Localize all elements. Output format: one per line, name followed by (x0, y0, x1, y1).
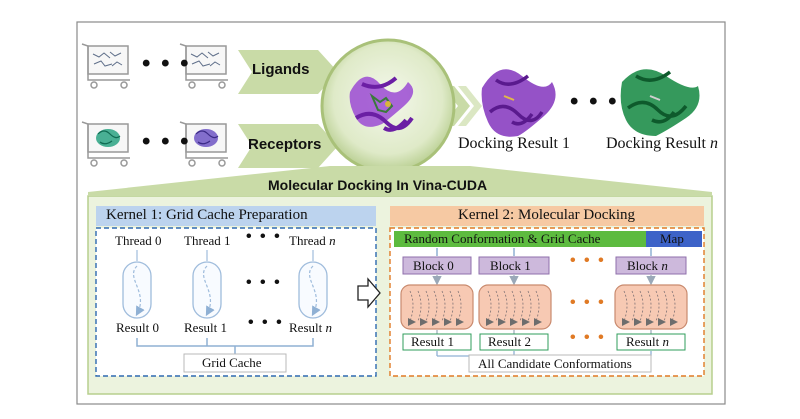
main-title: Molecular Docking In Vina-CUDA (268, 177, 488, 193)
conformation-search-box (400, 284, 474, 330)
ligand-cart-icon (179, 43, 228, 89)
result-label-text: Result (289, 320, 326, 335)
kernel2-header (390, 206, 704, 226)
result-label: Result n (289, 320, 332, 336)
block-label: Block 1 (490, 258, 531, 274)
thread-label-text: Thread (289, 233, 330, 248)
thread-ellipse (298, 261, 328, 319)
k2-result-box (479, 333, 549, 351)
result-label-var: n (325, 320, 332, 335)
k2-result-label: Result 2 (488, 334, 531, 350)
k2-result-ellipsis: • • • (570, 329, 606, 346)
grid-cache-box (183, 353, 287, 373)
receptors-label: Receptors (248, 136, 322, 153)
block-label-text: Block 1 (490, 258, 531, 273)
candidate-bracket (436, 351, 652, 357)
candidate-label: All Candidate Conformations (478, 356, 632, 371)
thread-column-ellipsis: • • • (246, 274, 282, 291)
thread-label-var: n (329, 233, 336, 248)
ligands-label: Ligands (252, 61, 310, 78)
result-label: Result 0 (116, 320, 159, 336)
conformation-search-box (614, 284, 688, 330)
receptor-cart-icon (81, 121, 130, 167)
docking-results-ellipsis: • • • (570, 88, 619, 115)
result-ellipsis: • • • (248, 314, 284, 331)
block-label-text: Block (627, 258, 662, 273)
docking-result-n-label: Docking Result n (606, 135, 718, 153)
k2-result-label-text: Result (626, 334, 663, 349)
k2-result-label-text: Result 2 (488, 334, 531, 349)
k2-result-label: Result n (626, 334, 669, 350)
output-chevron (458, 86, 482, 126)
map-bar (646, 231, 702, 247)
grid-cache-bracket (136, 338, 314, 354)
block-label: Block n (627, 258, 668, 274)
random-conformation-label: Random Conformation & Grid Cache (404, 231, 601, 246)
result-label-text: Result 0 (116, 320, 159, 335)
kernel2-title: Kernel 2: Molecular Docking (458, 207, 636, 223)
result-label: Result 1 (184, 320, 227, 336)
random-conformation-bar (394, 231, 646, 247)
docking-result-n-protein-icon (620, 69, 700, 136)
docking-result-n-var: n (710, 135, 718, 152)
block-box (478, 256, 550, 275)
kernel1-box (95, 227, 377, 377)
docking-result-1-label: Docking Result 1 (458, 135, 570, 152)
k2-result-label: Result 1 (411, 334, 454, 350)
kernel1-header (96, 206, 376, 226)
result-label-text: Result 1 (184, 320, 227, 335)
receptors-arrow (238, 124, 338, 168)
block-label: Block 0 (413, 258, 454, 274)
k2-result-label-var: n (662, 334, 669, 349)
kernel-transition-arrow (357, 277, 381, 309)
docking-result-1-protein-icon (481, 69, 556, 137)
block-label-var: n (661, 258, 668, 273)
thread-label: Thread n (289, 233, 336, 249)
block-label-text: Block 0 (413, 258, 454, 273)
panel-header-trapezoid (88, 166, 712, 196)
protein-ligand-complex-icon (349, 76, 414, 132)
thread-ellipse (122, 261, 152, 319)
map-label: Map (660, 231, 684, 246)
thread-ellipse (192, 261, 222, 319)
k2-result-box (402, 333, 472, 351)
grid-cache-label: Grid Cache (202, 355, 262, 370)
ligand-cart-ellipsis: • • • (142, 50, 191, 77)
thread-label: Thread 0 (115, 233, 162, 249)
conformation-search-box (478, 284, 552, 330)
k2-result-box (616, 333, 686, 351)
thread-label: Thread 1 (184, 233, 231, 249)
conformation-ellipsis: • • • (570, 294, 606, 311)
receptor-cart-ellipsis: • • • (142, 128, 191, 155)
block-connector (436, 248, 652, 256)
block-ellipsis: • • • (570, 252, 606, 269)
k2-result-label-text: Result 1 (411, 334, 454, 349)
thread-ellipsis: • • • (246, 228, 282, 245)
candidate-box (468, 354, 652, 373)
receptor-cart-icon (179, 121, 228, 167)
block-box (615, 256, 687, 275)
docking-result-n-text: Docking Result (606, 135, 710, 152)
output-chevron (442, 86, 470, 126)
thread-label-text: Thread 1 (184, 233, 231, 248)
ligand-cart-icon (81, 43, 130, 89)
ligands-arrow (238, 50, 338, 94)
kernel1-title: Kernel 1: Grid Cache Preparation (106, 207, 308, 223)
block-box (402, 256, 472, 275)
thread-label-text: Thread 0 (115, 233, 162, 248)
